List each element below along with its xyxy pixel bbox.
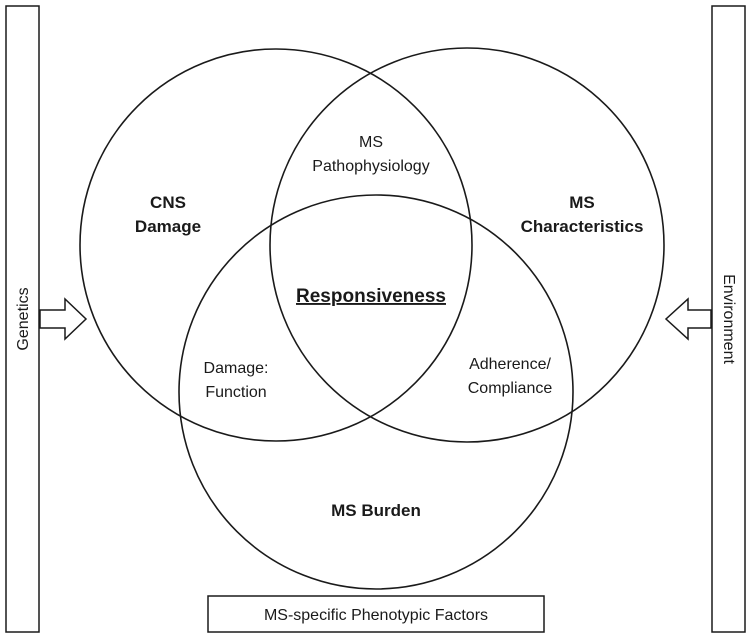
damage-function-label-line1: Damage: <box>204 360 269 377</box>
genetics-bar <box>5 5 40 633</box>
environment-label: Environment <box>720 274 737 364</box>
ms-pathophysiology-label-line1: MS <box>359 134 383 151</box>
ms-burden-label: MS Burden <box>331 501 421 520</box>
ms-burden-circle <box>178 194 574 590</box>
phenotypic-factors-label: MS-specific Phenotypic Factors <box>264 607 488 624</box>
environment-bar <box>711 5 746 633</box>
cns-damage-label-line1: CNS <box>150 193 186 212</box>
adherence-compliance-label-line1: Adherence/ <box>469 356 551 373</box>
ms-characteristics-circle <box>269 47 665 443</box>
ms-pathophysiology-label-line2: Pathophysiology <box>312 158 429 175</box>
cns-damage-label-line2: Damage <box>135 217 201 236</box>
genetics-label: Genetics <box>15 287 32 350</box>
environment-arrow-icon <box>664 297 712 341</box>
damage-function-label-line2: Function <box>205 384 266 401</box>
phenotypic-factors-box <box>207 595 545 633</box>
responsiveness-label: Responsiveness <box>296 286 446 307</box>
ms-characteristics-label-line2: Characteristics <box>521 217 644 236</box>
ms-characteristics-label-line1: MS <box>569 193 595 212</box>
cns-damage-circle <box>79 48 473 442</box>
adherence-compliance-label-line2: Compliance <box>468 380 553 397</box>
genetics-arrow-icon <box>39 297 88 341</box>
